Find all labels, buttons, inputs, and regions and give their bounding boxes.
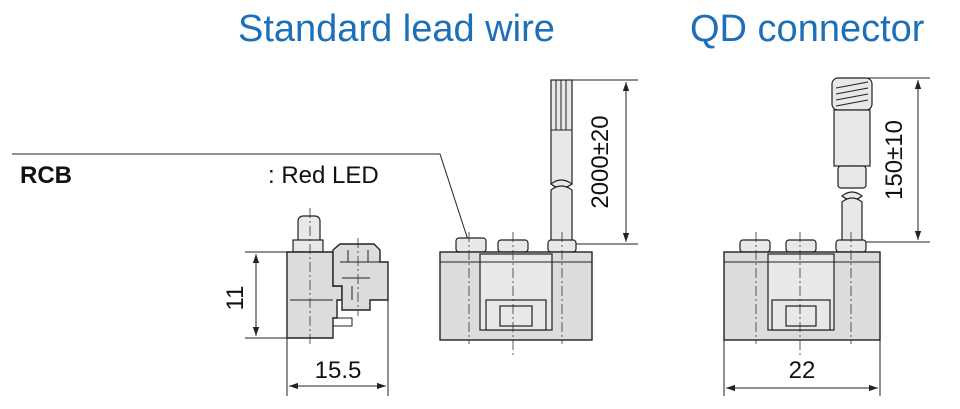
qd-length-value: 150±10 — [881, 120, 908, 200]
standard-lead-wire-switch — [439, 79, 593, 356]
dimension-qd-width: 22 — [723, 340, 881, 396]
dimension-lead-length: 2000±20 — [572, 79, 638, 245]
dimension-qd-length: 150±10 — [866, 77, 930, 243]
side-width-value: 15.5 — [315, 357, 362, 384]
side-height-value: 11 — [222, 286, 249, 311]
leader-line — [12, 153, 469, 241]
qd-connector-switch — [723, 77, 881, 356]
dimension-side-width: 15.5 — [286, 300, 389, 396]
model-code-label: RCB — [20, 162, 72, 189]
led-description-label: : Red LED — [268, 162, 379, 189]
qd-width-value: 22 — [789, 357, 816, 384]
lead-length-value: 2000±20 — [587, 115, 614, 208]
qd-connector-title: QD connector — [690, 8, 925, 50]
dimension-side-height: 11 — [222, 251, 287, 339]
standard-lead-wire-title: Standard lead wire — [238, 8, 555, 50]
side-view-switch — [286, 208, 389, 344]
